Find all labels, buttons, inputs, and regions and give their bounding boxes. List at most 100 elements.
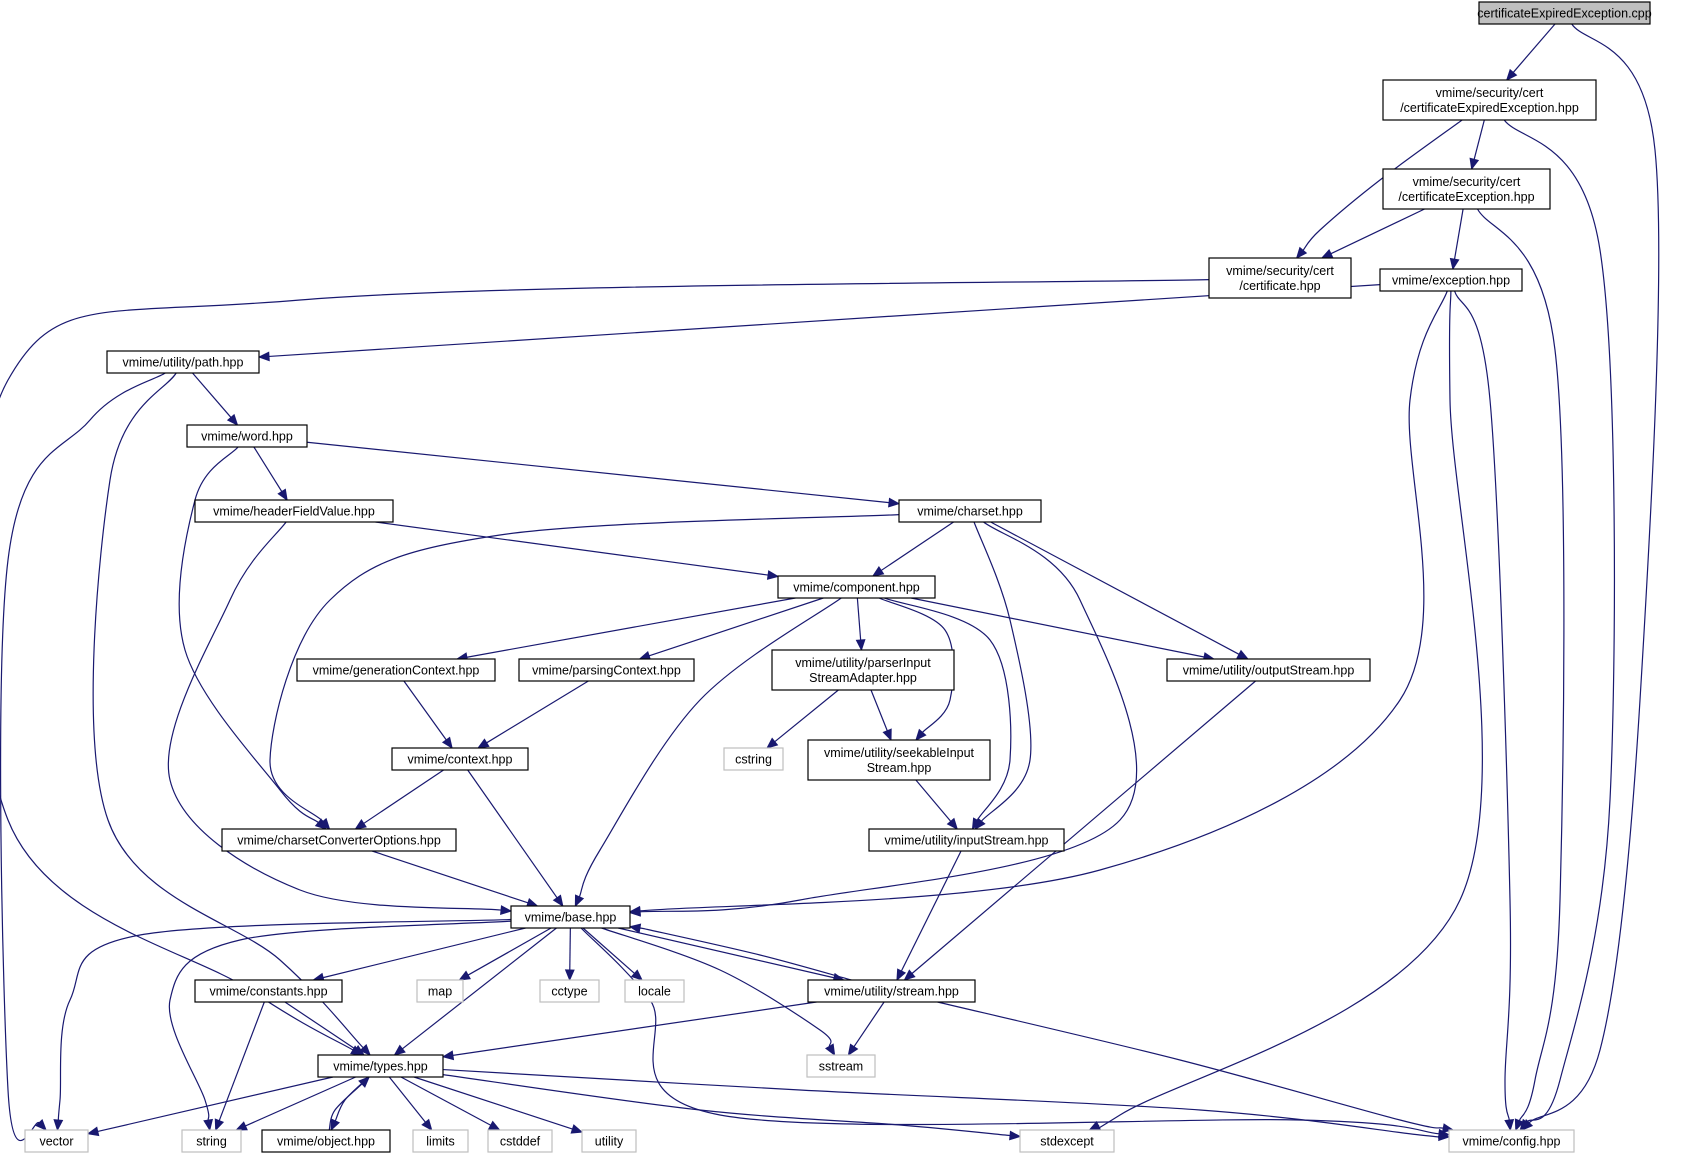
- edge-arrowhead: [35, 1118, 47, 1131]
- node-box: [391, 747, 529, 771]
- node-vmime-security-cert-certificateexpiredexception-hpp[interactable]: vmime/security/cert/certificateExpiredEx…: [1382, 79, 1597, 121]
- node-box: [1379, 268, 1523, 292]
- edge-arrowhead: [903, 969, 916, 981]
- edge-line: [580, 927, 1440, 1135]
- node-label: vmime/utility/seekableInput: [824, 746, 975, 760]
- node-vmime-security-cert-certificateexception-hpp[interactable]: vmime/security/cert/certificateException…: [1382, 168, 1551, 210]
- node-vmime-generationcontext-hpp[interactable]: vmime/generationContext.hpp: [296, 658, 496, 682]
- edge-line: [601, 927, 832, 1047]
- node-label: vmime/utility/path.hpp: [123, 356, 244, 370]
- edge-arrowhead: [888, 497, 901, 508]
- node-vmime-constants-hpp[interactable]: vmime/constants.hpp: [194, 979, 343, 1003]
- node-label: vmime/object.hpp: [277, 1135, 375, 1149]
- node-box: [317, 1054, 444, 1078]
- edge-line: [57, 918, 512, 1121]
- edge-arrowhead: [393, 1044, 406, 1056]
- edge-componentHpp-to-genCtxHpp: [455, 597, 796, 663]
- node-label: vmime/security/cert: [1436, 86, 1544, 100]
- edge-pathHpp-to-vector: [0, 372, 166, 1142]
- edge-line: [1473, 119, 1485, 160]
- edge-wordHpp-to-hfvHpp: [253, 446, 288, 502]
- edge-line: [870, 689, 888, 731]
- node-label: vmime/base.hpp: [525, 911, 617, 925]
- node-label: vmime/component.hpp: [793, 581, 920, 595]
- node-vmime-headerfieldvalue-hpp[interactable]: vmime/headerFieldValue.hpp: [194, 499, 394, 523]
- edge-line: [856, 597, 862, 641]
- edge-genCtxHpp-to-contextHpp: [403, 680, 453, 750]
- edge-arrowhead: [882, 728, 892, 742]
- node-label: vmime/headerFieldValue.hpp: [213, 505, 375, 519]
- node-box: [412, 1129, 469, 1153]
- node-vmime-utility-parserinputstreamadapter-hpp[interactable]: vmime/utility/parserInputStreamAdapter.h…: [771, 649, 955, 691]
- node-vmime-types-hpp[interactable]: vmime/types.hpp: [317, 1054, 444, 1078]
- node-box: [416, 979, 464, 1003]
- edge-line: [306, 441, 890, 504]
- edge-hfvHpp-to-componentHpp: [375, 521, 780, 580]
- edge-line: [618, 927, 835, 979]
- node-label: vmime/constants.hpp: [209, 985, 327, 999]
- node-certificateexpiredexception-cpp[interactable]: certificateExpiredException.cpp: [1477, 1, 1652, 25]
- edge-line: [910, 597, 1205, 658]
- node-box: [106, 350, 260, 374]
- edge-certExcHpp-to-certHpp: [1320, 208, 1425, 259]
- node-label: cstring: [735, 753, 772, 767]
- edge-line: [371, 850, 529, 904]
- nodes-layer: certificateExpiredException.cpp vmime/sec…: [24, 1, 1652, 1153]
- edge-line: [639, 290, 1448, 912]
- node-box: [723, 747, 784, 771]
- node-vmime-context-hpp[interactable]: vmime/context.hpp: [391, 747, 529, 771]
- edge-componentHpp-to-parsCtxHpp: [638, 597, 824, 661]
- node-vmime-charset-hpp[interactable]: vmime/charset.hpp: [898, 499, 1042, 523]
- edge-exceptionHpp-to-baseHpp: [628, 290, 1448, 916]
- node-box: [181, 1129, 242, 1153]
- node-vmime-security-cert-certificate-hpp[interactable]: vmime/security/cert/certificate.hpp: [1208, 257, 1352, 299]
- edge-arrowhead: [847, 1043, 859, 1057]
- edge-line: [178, 446, 319, 824]
- edge-exceptionHpp-to-pathHpp: [257, 283, 1381, 362]
- edge-arrowhead: [570, 1124, 584, 1134]
- edge-constantsHpp-to-string: [214, 1001, 265, 1132]
- node-vmime-utility-stream-hpp[interactable]: vmime/utility/stream.hpp: [807, 979, 976, 1003]
- node-vmime-object-hpp[interactable]: vmime/object.hpp: [261, 1129, 391, 1153]
- edge-arrowhead: [358, 1076, 371, 1088]
- node-vmime-utility-path-hpp[interactable]: vmime/utility/path.hpp: [106, 350, 260, 374]
- edge-line: [937, 1001, 1444, 1129]
- edge-objectHpp-to-typesHpp: [328, 1076, 371, 1131]
- edge-line: [328, 1083, 363, 1131]
- node-vmime-component-hpp[interactable]: vmime/component.hpp: [777, 575, 936, 599]
- edge-arrowhead: [628, 906, 641, 917]
- node-cstring: cstring: [723, 747, 784, 771]
- edge-hfvHpp-to-baseHpp: [167, 521, 513, 915]
- edge-arrowhead: [226, 413, 239, 426]
- node-vmime-base-hpp[interactable]: vmime/base.hpp: [510, 905, 631, 929]
- edge-charsetHpp-to-ccoHpp: [269, 514, 900, 830]
- edge-line: [1330, 208, 1425, 255]
- node-label: vmime/utility/outputStream.hpp: [1183, 664, 1355, 678]
- node-vmime-utility-inputstream-hpp[interactable]: vmime/utility/inputStream.hpp: [868, 828, 1065, 852]
- node-box: [510, 905, 631, 929]
- edge-arrowhead: [552, 894, 564, 908]
- edge-arrowhead: [352, 1045, 366, 1056]
- edge-componentHpp-to-outStreamHpp: [910, 597, 1216, 662]
- edge-line: [1453, 290, 1512, 1121]
- node-box: [807, 979, 976, 1003]
- edge-typesHpp-to-vector: [86, 1076, 334, 1137]
- node-box: [186, 424, 308, 448]
- node-vmime-parsingcontext-hpp[interactable]: vmime/parsingContext.hpp: [518, 658, 695, 682]
- node-vmime-exception-hpp[interactable]: vmime/exception.hpp: [1379, 268, 1523, 292]
- edge-line: [486, 680, 589, 744]
- edge-arrowhead: [53, 1119, 64, 1132]
- edge-arrowhead: [915, 728, 927, 741]
- edge-arrowhead: [214, 1118, 225, 1132]
- node-vmime-charsetconverteroptions-hpp[interactable]: vmime/charsetConverterOptions.hpp: [221, 828, 457, 852]
- node-vmime-word-hpp[interactable]: vmime/word.hpp: [186, 424, 308, 448]
- edge-arrowhead: [458, 970, 471, 981]
- edge-certExpHpp-to-certHpp: [1295, 119, 1463, 259]
- node-box: [261, 1129, 391, 1153]
- edge-arrowhead: [441, 1050, 455, 1061]
- edge-charsetHpp-to-componentHpp: [871, 521, 954, 577]
- edge-arrowhead: [871, 566, 885, 577]
- edge-certExcHpp-to-exceptionHpp: [1449, 208, 1464, 271]
- node-vmime-utility-outputstream-hpp[interactable]: vmime/utility/outputStream.hpp: [1166, 658, 1371, 682]
